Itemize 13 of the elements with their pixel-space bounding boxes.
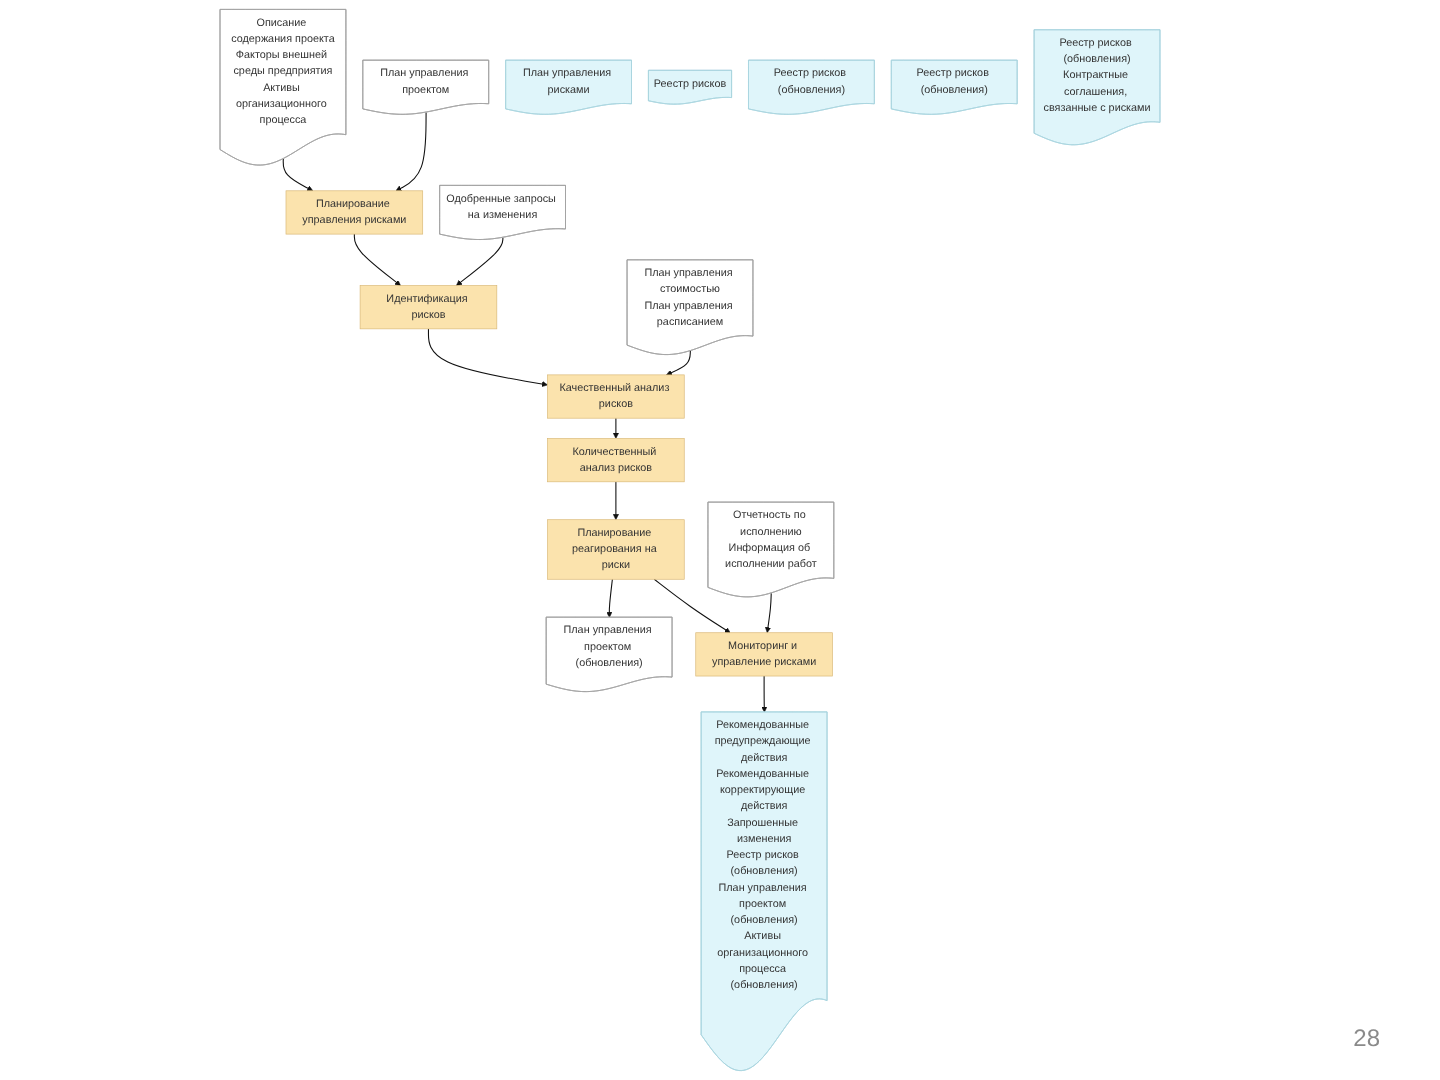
arrow	[456, 237, 504, 286]
arrow	[666, 350, 691, 376]
arrow	[606, 578, 613, 618]
page-number: 28	[1353, 1024, 1380, 1052]
arrow	[353, 233, 401, 286]
arrow	[653, 578, 731, 633]
arrow	[612, 417, 619, 439]
arrow	[765, 592, 772, 633]
arrow	[612, 481, 619, 520]
arrow	[761, 675, 768, 713]
arrow	[282, 158, 314, 192]
arrow	[395, 111, 427, 192]
arrow	[427, 328, 548, 387]
